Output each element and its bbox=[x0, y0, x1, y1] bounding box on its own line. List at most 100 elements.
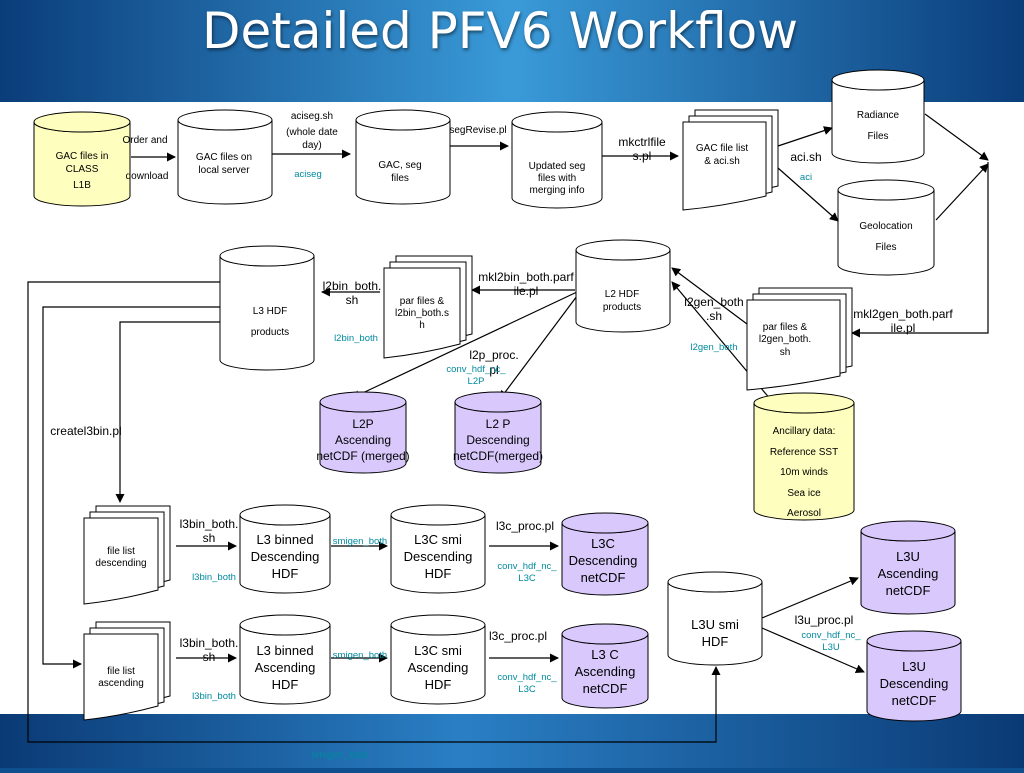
label-l3bin-both-asc: l3bin_both bbox=[192, 691, 236, 702]
geolocation-line1: Geolocation bbox=[859, 221, 912, 232]
label-conv-l3c-asc-1: conv_hdf_nc_ bbox=[497, 672, 557, 683]
filelist-desc-line2: descending bbox=[95, 558, 146, 569]
label-l3bin-desc-sh-1: l3bin_both. bbox=[180, 517, 239, 531]
arrow-list-to-radiance bbox=[777, 126, 833, 147]
arrow-geolocation-to-merge bbox=[935, 163, 989, 221]
label-conv-l3u-1: conv_hdf_nc_ bbox=[801, 630, 861, 641]
label-l2p-proc-1: l2p_proc. bbox=[469, 348, 518, 362]
l2p-asc-line3: netCDF (merged) bbox=[316, 449, 409, 463]
ancillary-line4: Sea ice bbox=[787, 488, 821, 499]
label-segrevise: segRevise.pl bbox=[449, 125, 506, 136]
label-conv-l2p-1: conv_hdf_nc_ bbox=[446, 364, 506, 375]
l3u-smi-line1: L3U smi bbox=[691, 617, 739, 632]
l3b-desc-line2: Descending bbox=[251, 549, 320, 564]
l3b-asc-line3: HDF bbox=[272, 677, 299, 692]
node-texts: GAC files in CLASS L1B GAC files on loca… bbox=[56, 110, 949, 708]
arrow-list-to-geolocation bbox=[777, 167, 839, 222]
arrow-l3u-to-desc bbox=[761, 627, 865, 673]
l3c-desc-nc-line1: L3C bbox=[591, 536, 615, 551]
gac-local-line1: GAC files on bbox=[196, 152, 252, 163]
radiance-line2: Files bbox=[867, 131, 888, 142]
arrow-l3hdf-to-l3u bbox=[27, 281, 721, 743]
filelist-desc-docs bbox=[83, 505, 171, 605]
l3b-desc-line1: L3 binned bbox=[256, 532, 313, 547]
label-l2gen-both-sh-1: l2gen_both bbox=[684, 295, 743, 309]
label-l3bin-asc-sh-2: sh bbox=[203, 650, 216, 664]
l3c-desc-nc-line2: Descending bbox=[569, 553, 638, 568]
par-l2gen-docs bbox=[746, 287, 853, 391]
gac-class-line1: GAC files in bbox=[56, 151, 109, 162]
l3-hdf-line2: products bbox=[251, 327, 289, 338]
label-smigen-desc: smigen_both bbox=[333, 536, 387, 547]
label-mkl2gen-1: mkl2gen_both.parf bbox=[853, 307, 953, 321]
updated-seg-line3: merging info bbox=[529, 185, 584, 196]
l3u-desc-line1: L3U bbox=[902, 659, 926, 674]
l2-hdf-line2: products bbox=[603, 302, 641, 313]
ancillary-line5: Aerosol bbox=[787, 508, 821, 519]
l3u-asc-line3: netCDF bbox=[886, 583, 931, 598]
l3c-desc-nc-line3: netCDF bbox=[581, 570, 626, 585]
l2p-desc-line2: Descending bbox=[466, 433, 529, 447]
label-l3bin-asc-sh-1: l3bin_both. bbox=[180, 636, 239, 650]
label-l2bin-both-sh-2: sh bbox=[346, 293, 359, 307]
l3u-asc-line2: Ascending bbox=[878, 566, 939, 581]
l2p-asc-line1: L2P bbox=[352, 417, 373, 431]
label-aci: aci bbox=[800, 172, 812, 183]
label-l3bin-both-desc: l3bin_both bbox=[192, 572, 236, 583]
arrow-l3u-to-asc bbox=[761, 576, 859, 619]
label-mkl2bin-1: mkl2bin_both.parf bbox=[478, 270, 574, 284]
l3-hdf-line1: L3 HDF bbox=[253, 306, 287, 317]
label-whole-date-2: day) bbox=[302, 140, 321, 151]
l2p-desc-line1: L2 P bbox=[486, 417, 511, 431]
l3u-smi-line2: HDF bbox=[702, 634, 729, 649]
label-l2gen-both-sh-2: .sh bbox=[706, 309, 722, 323]
label-conv-l3c-desc-1: conv_hdf_nc_ bbox=[497, 561, 557, 572]
ancillary-cylinder bbox=[753, 402, 855, 521]
geolocation-line2: Files bbox=[875, 242, 896, 253]
label-conv-l3c-desc-2: L3C bbox=[518, 573, 536, 584]
l3c-smi-desc-line1: L3C smi bbox=[414, 532, 462, 547]
l3u-asc-line1: L3U bbox=[896, 549, 920, 564]
l3c-smi-asc-line1: L3C smi bbox=[414, 643, 462, 658]
l3c-asc-nc-line2: Ascending bbox=[575, 664, 636, 679]
par-l2gen-line3: sh bbox=[780, 347, 791, 358]
par-l2bin-line1: par files & bbox=[400, 296, 445, 307]
label-l2bin-both: l2bin_both bbox=[334, 333, 378, 344]
cylinders bbox=[33, 69, 962, 722]
label-createl3bin: createl3bin.pl bbox=[50, 424, 121, 438]
arrow-radiance-to-merge bbox=[924, 113, 989, 161]
l3c-smi-asc-line2: Ascending bbox=[408, 660, 469, 675]
par-l2gen-line1: par files & bbox=[763, 322, 808, 333]
arrow-l2hdf-to-l2p-asc bbox=[351, 291, 578, 399]
label-mkctrl-2: s.pl bbox=[633, 149, 652, 163]
l3c-smi-desc-line3: HDF bbox=[425, 566, 452, 581]
radiance-cylinder bbox=[831, 79, 925, 164]
ancillary-line3: 10m winds bbox=[780, 467, 828, 478]
label-conv-l2p-2: L2P bbox=[468, 376, 485, 387]
arrow-merge-to-par-l2gen bbox=[851, 162, 989, 338]
par-l2bin-line3: h bbox=[419, 320, 425, 331]
label-order-and: Order and bbox=[122, 135, 167, 146]
l3b-asc-line1: L3 binned bbox=[256, 643, 313, 658]
label-conv-l3u-2: L3U bbox=[822, 642, 840, 653]
par-l2bin-docs bbox=[383, 255, 473, 359]
l2p-desc-line3: netCDF(merged) bbox=[453, 449, 543, 463]
label-mkctrl-1: mkctrlfile bbox=[618, 135, 666, 149]
label-l3c-proc-asc: l3c_proc.pl bbox=[489, 629, 547, 643]
gac-class-line3: L1B bbox=[73, 180, 91, 191]
gac-seg-line2: files bbox=[391, 173, 409, 184]
connectors bbox=[27, 113, 989, 743]
geolocation-cylinder bbox=[837, 189, 935, 276]
l2-hdf-line1: L2 HDF bbox=[605, 289, 639, 300]
gac-file-list-line1: GAC file list bbox=[696, 143, 748, 154]
updated-seg-line2: files with bbox=[538, 173, 576, 184]
label-mkl2gen-2: ile.pl bbox=[891, 321, 916, 335]
par-l2bin-line2: l2bin_both.s bbox=[395, 308, 449, 319]
l3c-smi-desc-line2: Descending bbox=[404, 549, 473, 564]
label-l2bin-both-sh-1: l2bin_both. bbox=[323, 279, 382, 293]
label-aciseg: aciseg bbox=[294, 169, 321, 180]
filelist-desc-line1: file list bbox=[107, 546, 135, 557]
arrow-l2hdf-to-l2p-desc bbox=[499, 295, 578, 400]
label-whole-date-1: (whole date bbox=[286, 127, 338, 138]
